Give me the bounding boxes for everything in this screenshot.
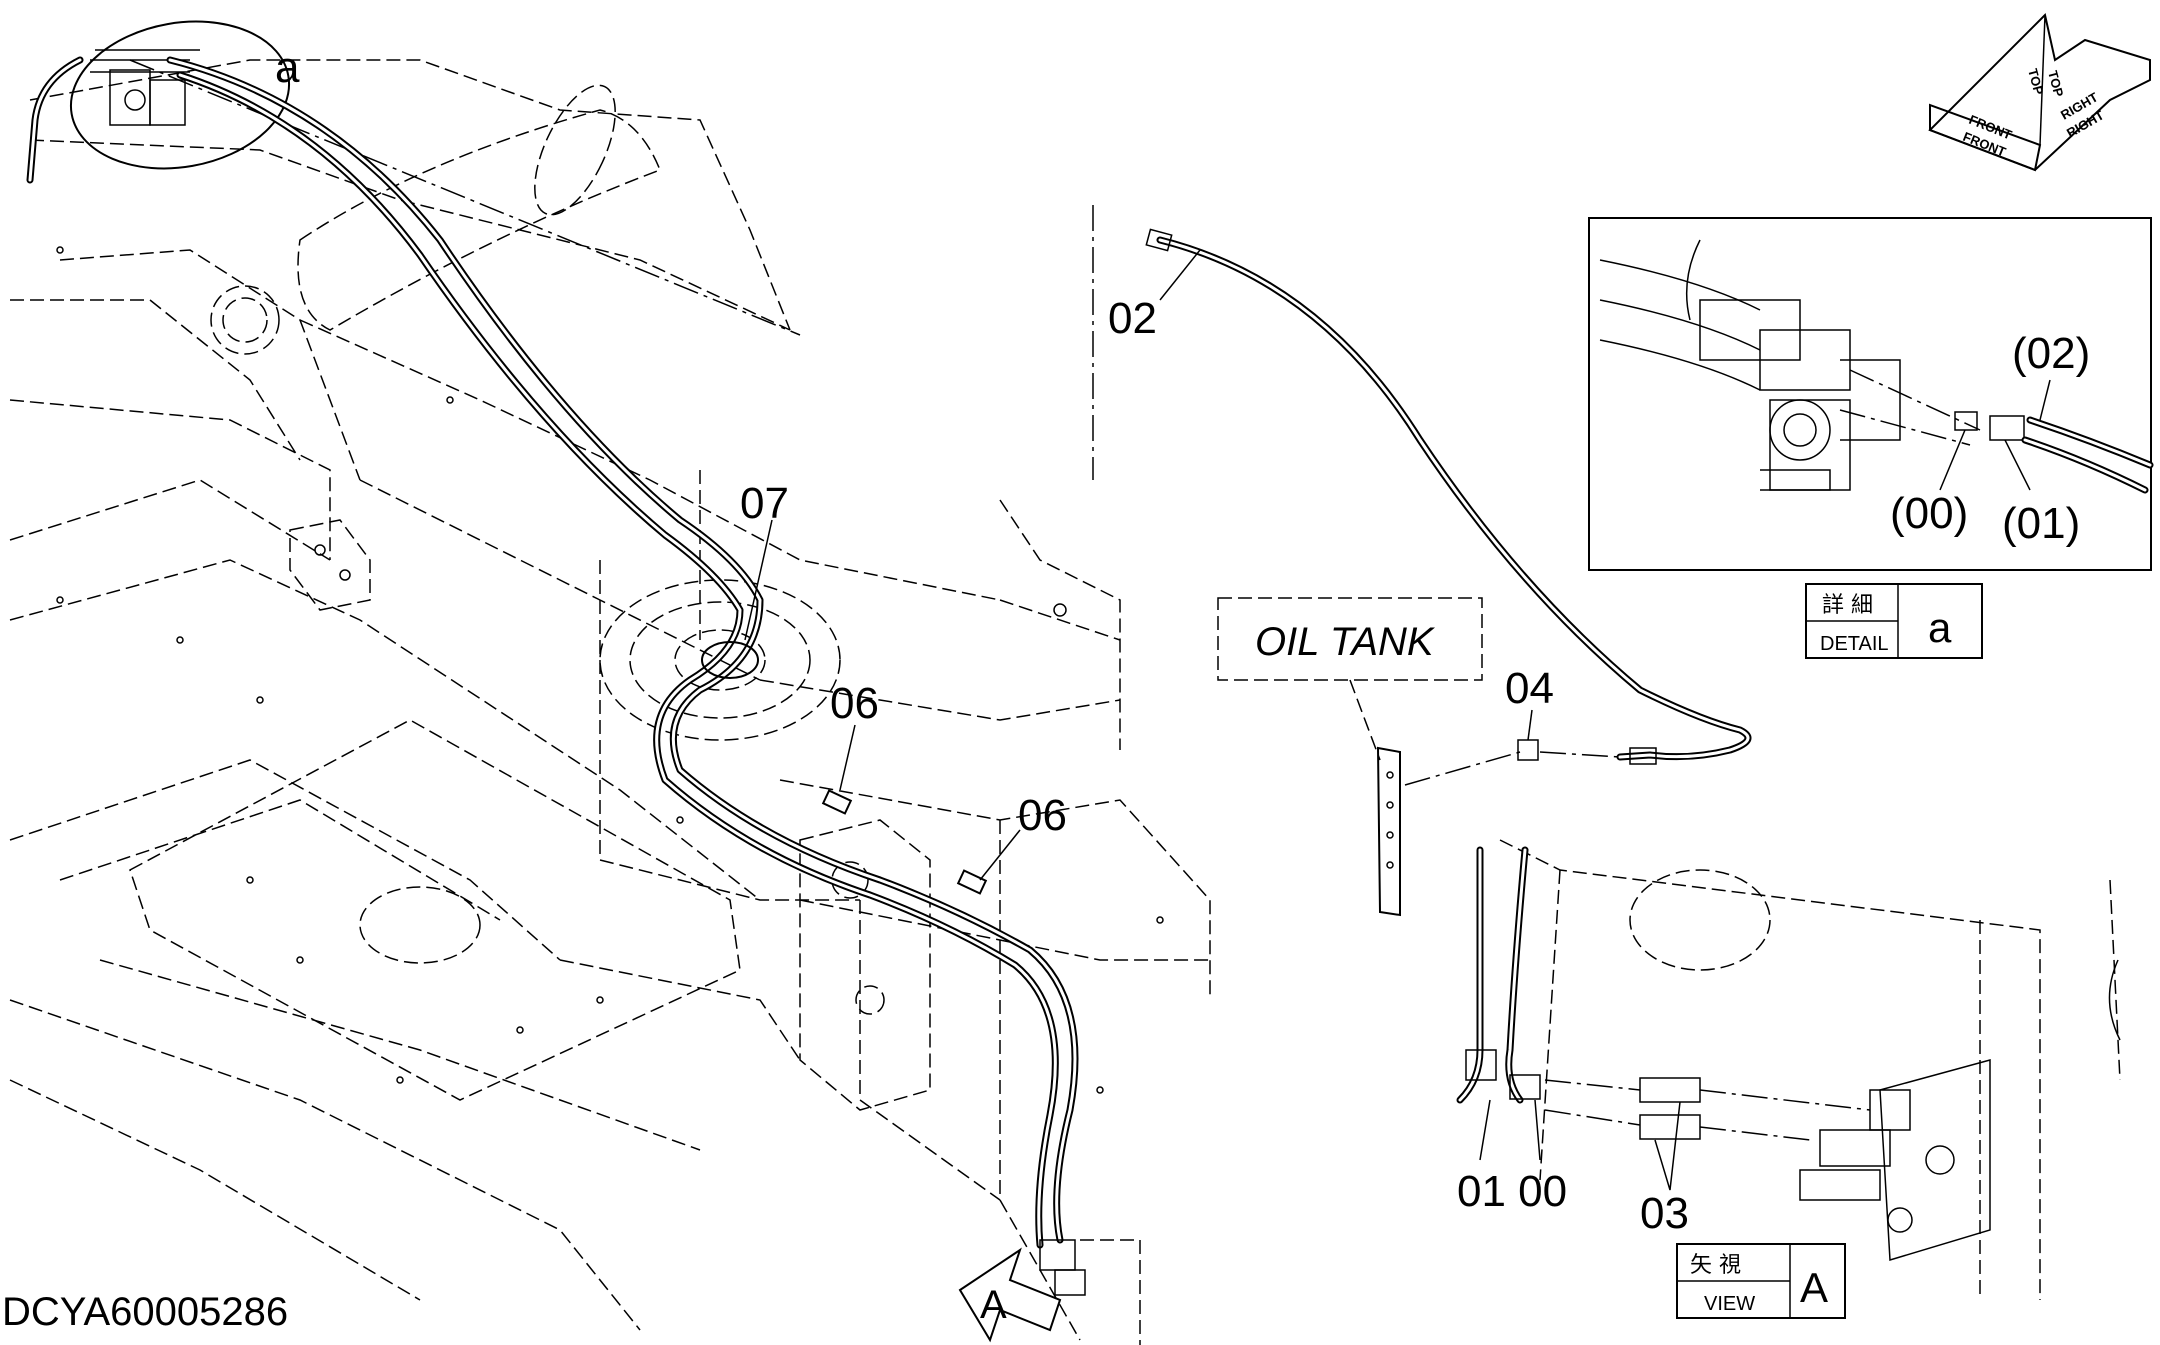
view-label-en: VIEW <box>1704 1293 1755 1315</box>
frame-structure <box>9 59 1211 1345</box>
callout-a: a <box>275 43 300 92</box>
callout-01-00: 01 00 <box>1457 1167 1567 1216</box>
drawing-id: DCYA60005286 <box>2 1290 288 1334</box>
hose-02 <box>1145 228 1752 765</box>
detail-inset-frame <box>1588 217 2152 571</box>
detail-callout-02: (02) <box>2012 329 2090 378</box>
callout-03: 03 <box>1640 1189 1689 1238</box>
bolt-holes <box>56 246 1164 1094</box>
orientation-indicator: FRONT FRONT TOP TOP RIGHT RIGHT <box>1928 13 2151 172</box>
clamp-06-lower <box>956 869 988 895</box>
oil-tank-bracket <box>1376 746 1401 917</box>
callout-06-upper: 06 <box>830 679 879 728</box>
bottom-fitting <box>1039 1239 1086 1296</box>
view-label-jp: 矢 視 <box>1690 1253 1741 1278</box>
detail-a-circle <box>69 20 291 170</box>
detail-label-letter: a <box>1928 604 1952 651</box>
main-hose-pair <box>26 56 1079 1249</box>
clamp-06-upper <box>821 789 853 815</box>
coupler-block-top <box>90 49 200 126</box>
orient-top-a: TOP <box>2025 67 2046 97</box>
detail-a-label-box: 詳 細 DETAIL a <box>1805 583 1983 659</box>
view-label-letter: A <box>1800 1264 1828 1311</box>
callout-06-lower: 06 <box>1018 791 1067 840</box>
callout-04: 04 <box>1505 664 1554 713</box>
detail-label-en: DETAIL <box>1820 633 1889 655</box>
fitting-04 <box>1404 739 1621 786</box>
view-arrow-letter: A <box>980 1283 1007 1327</box>
oil-tank-box <box>1217 597 1483 681</box>
orient-top-b: TOP <box>2045 69 2066 99</box>
view-a-arrow <box>958 1247 1062 1343</box>
oil-tank-label: OIL TANK <box>1255 620 1436 664</box>
callout-02: 02 <box>1108 294 1157 343</box>
reference-line <box>129 59 801 336</box>
clamp-07 <box>701 641 759 679</box>
view-a-inset <box>1456 839 2121 1300</box>
detail-callout-00: (00) <box>1890 489 1968 538</box>
detail-callout-01: (01) <box>2002 499 2080 548</box>
detail-inset-drawing <box>1599 239 2154 494</box>
detail-label-jp: 詳 細 <box>1822 593 1873 618</box>
callout-07: 07 <box>740 479 789 528</box>
view-a-label-box: 矢 視 VIEW A <box>1676 1243 1846 1319</box>
